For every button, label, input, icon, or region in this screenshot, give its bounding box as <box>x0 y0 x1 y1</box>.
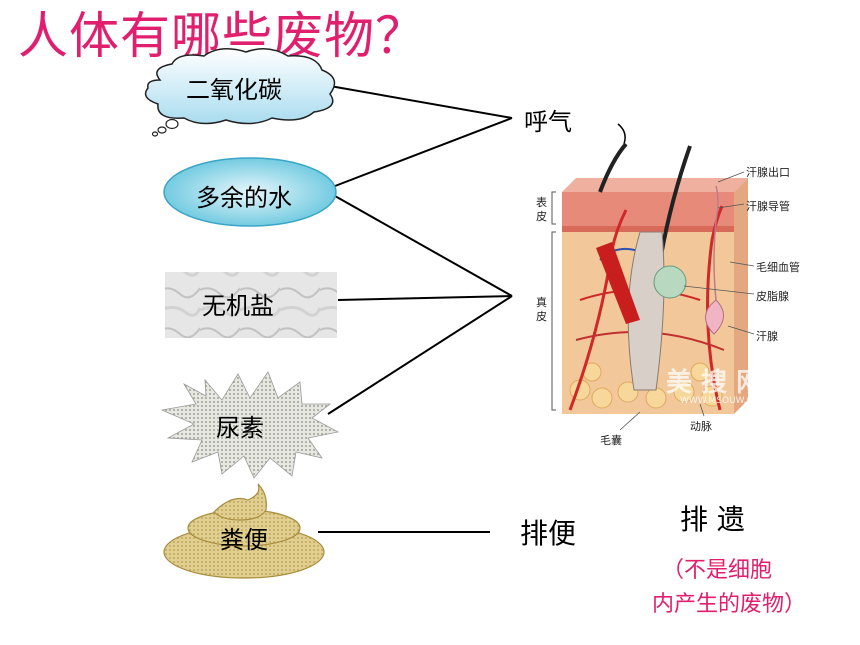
diagram-label-capillary: 毛细血管 <box>756 261 800 274</box>
diagram-label-sebaceous-gland: 皮脂腺 <box>756 290 789 303</box>
diagram-label-sweat-gland: 汗腺 <box>756 330 778 343</box>
note-line2: 内产生的废物） <box>652 592 807 617</box>
feces-shape <box>163 483 325 579</box>
salt-rect <box>165 272 337 338</box>
note-line1: （不是细胞 <box>662 558 773 583</box>
label-defecation: 排便 <box>520 517 577 550</box>
label-urea: 尿素 <box>216 414 264 442</box>
watermark: 美 搜 网 <box>666 368 763 398</box>
line-water-skin <box>334 195 513 297</box>
urea-burst <box>160 371 340 479</box>
diagram-label-dermis: 真 皮 <box>536 296 547 323</box>
label-co2: 二氧化碳 <box>186 76 282 104</box>
line-co2-breath <box>329 85 513 119</box>
skin-diagram <box>551 123 755 431</box>
cloud-shape <box>144 48 336 137</box>
line-water-breath <box>334 117 513 187</box>
diagram-label-epidermis: 表 皮 <box>536 196 547 223</box>
diagram-label-hair-follicle: 毛囊 <box>600 434 622 447</box>
diagram-label-artery: 动脉 <box>690 420 712 433</box>
label-feces: 粪便 <box>220 526 268 554</box>
line-urea-skin <box>327 295 513 415</box>
diagram-label-sweat-pore: 汗腺出口 <box>746 166 790 179</box>
watermark-url: WWW.MSOUW.COM <box>680 396 768 406</box>
label-salt: 无机盐 <box>202 292 274 320</box>
label-egestion: 排 遗 <box>680 503 745 536</box>
diagram-label-sweat-duct: 汗腺导管 <box>746 200 790 213</box>
line-salt-skin <box>337 295 513 301</box>
water-ellipse <box>163 157 337 227</box>
label-water: 多余的水 <box>196 184 292 212</box>
label-breathing: 呼气 <box>524 108 572 136</box>
